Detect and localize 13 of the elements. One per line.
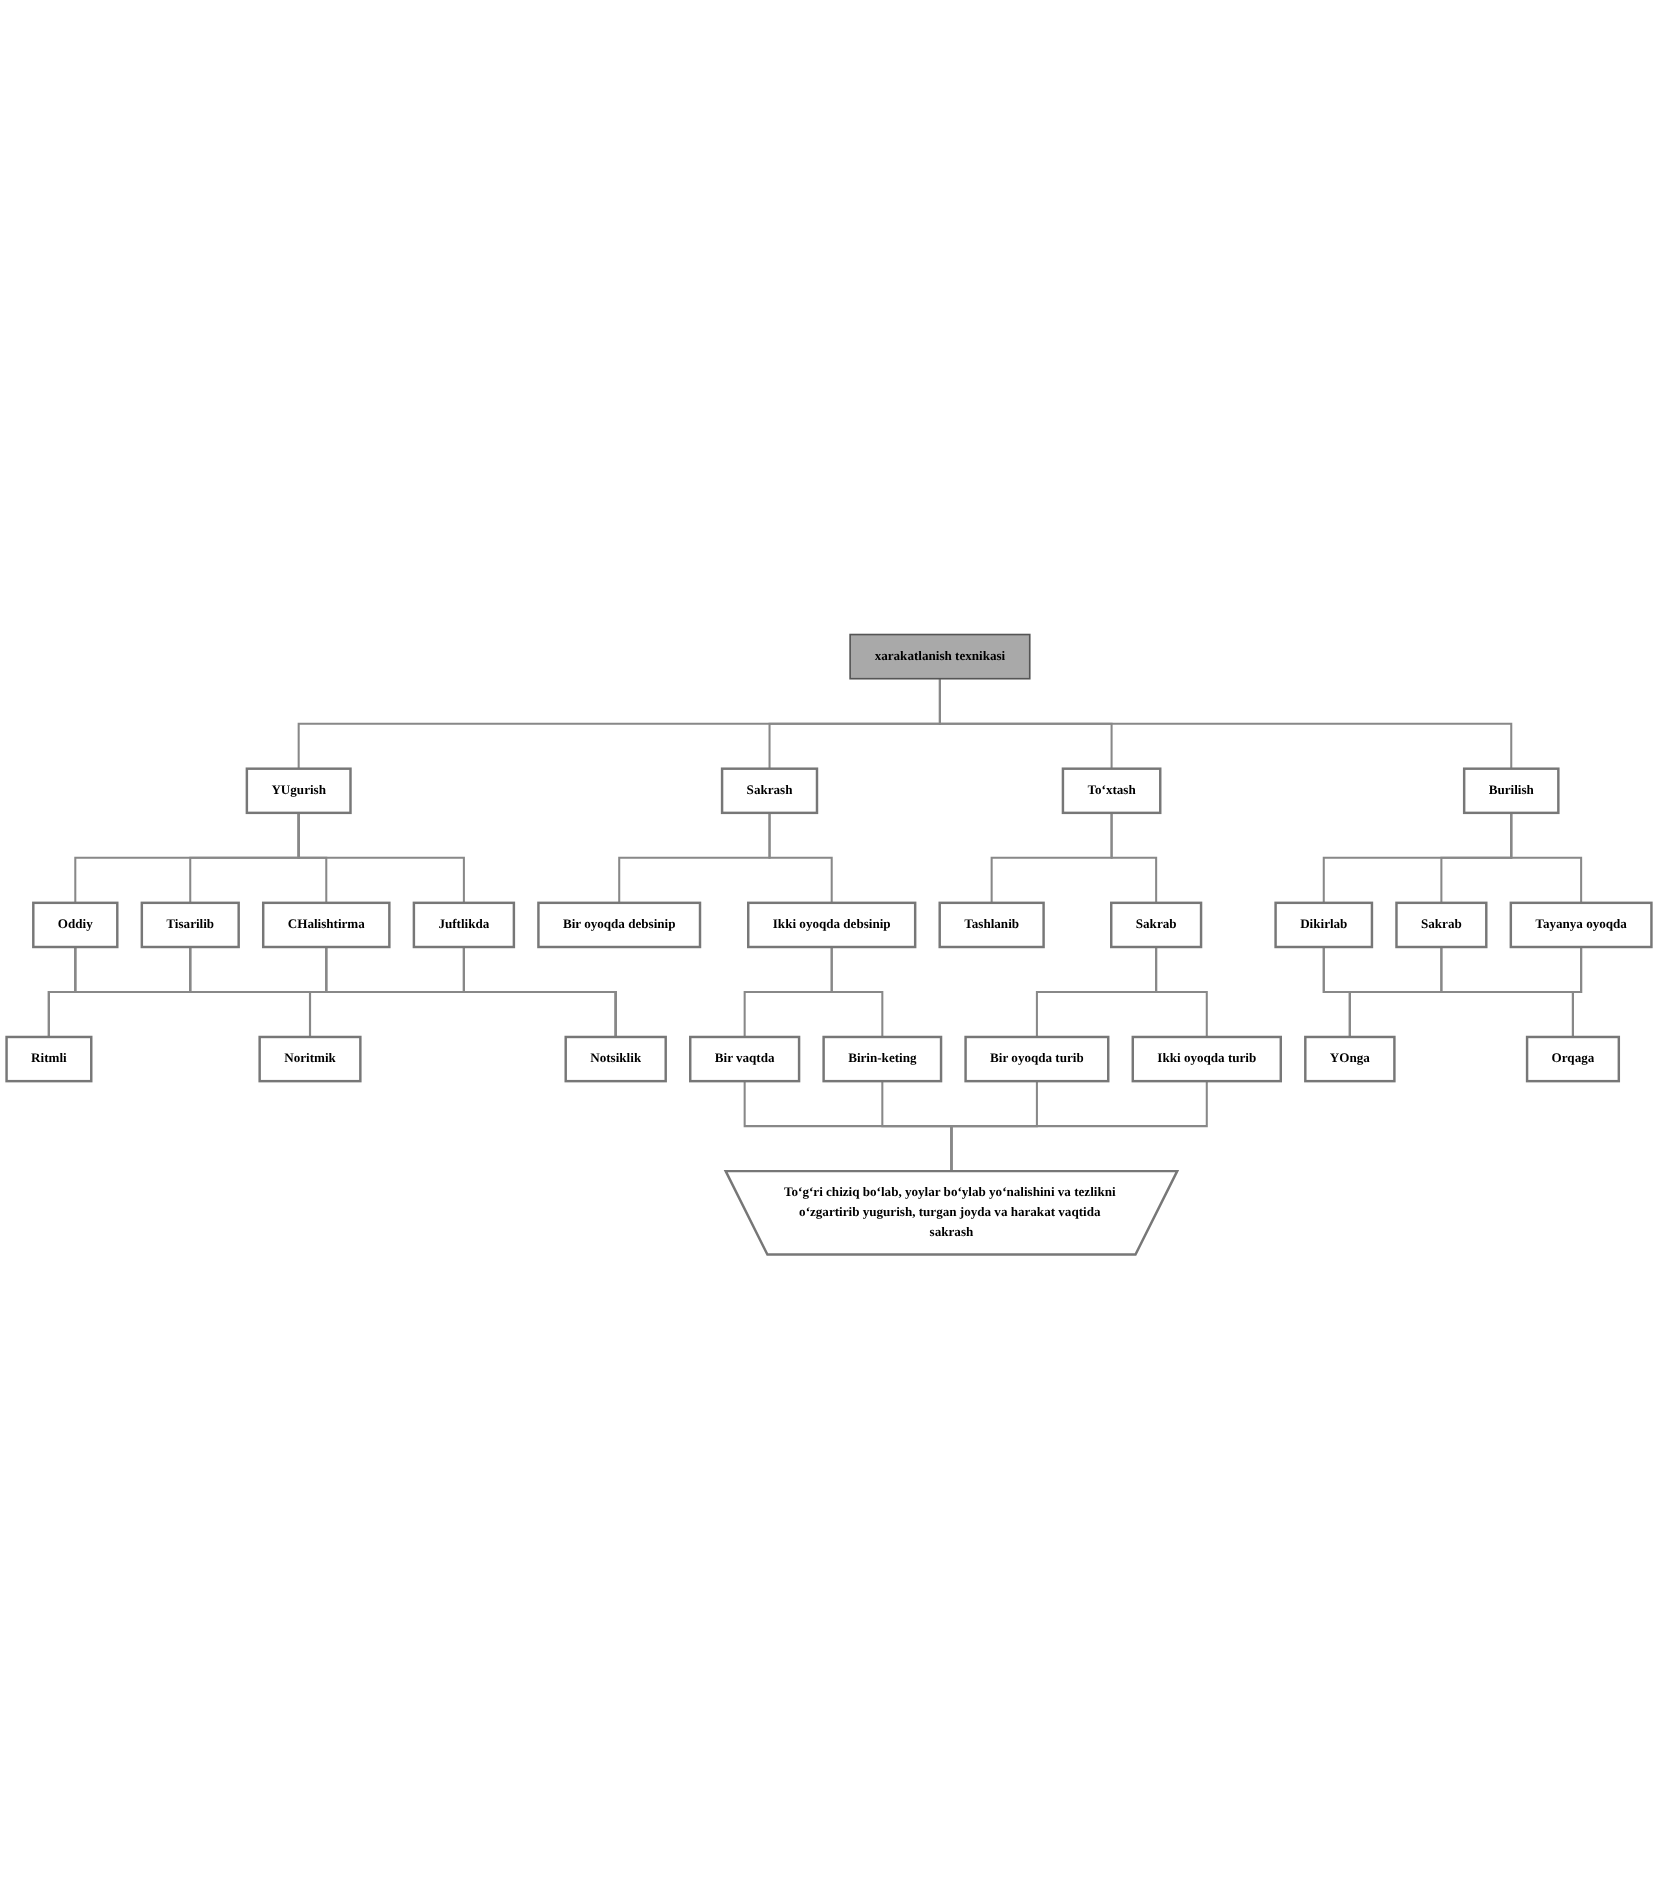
connector: [950, 1081, 1208, 1172]
connector: [297, 813, 465, 904]
connector: [768, 813, 833, 904]
connector: [74, 947, 617, 1038]
connector: [1571, 947, 1583, 1038]
connector: [1155, 947, 1208, 1038]
connector: [1110, 813, 1158, 904]
connector: [938, 679, 1513, 770]
connector: [325, 947, 617, 1038]
connector: [830, 947, 884, 1038]
connector: [1510, 813, 1583, 904]
connector: [189, 947, 617, 1038]
connector: [462, 947, 617, 1038]
